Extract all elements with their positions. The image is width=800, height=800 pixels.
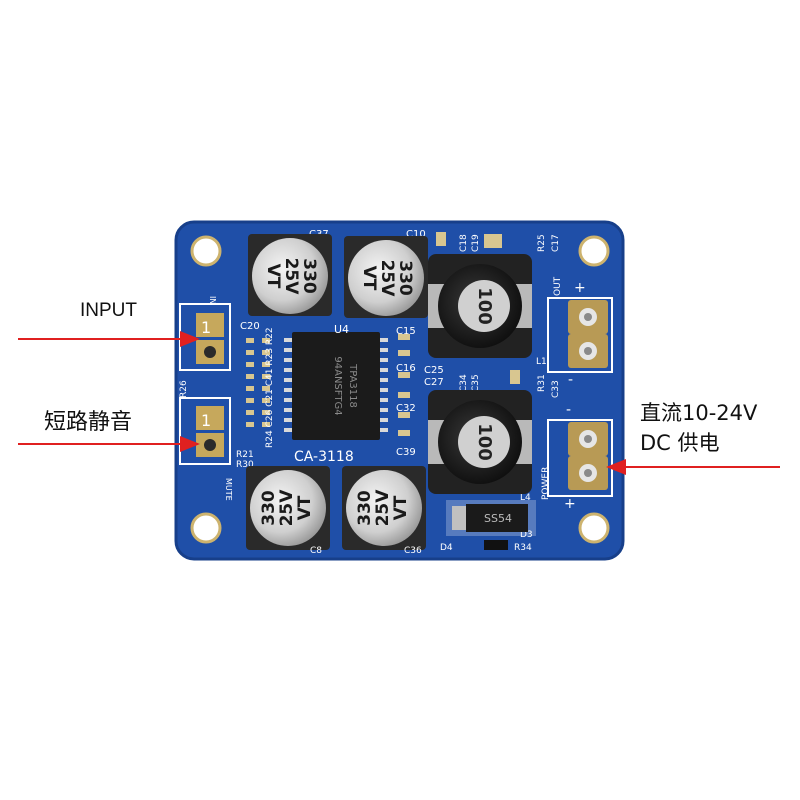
power-callout-line2: DC 供电	[640, 431, 720, 455]
power-terminal	[547, 419, 613, 497]
label-c15: C15	[396, 326, 416, 337]
mute-header: 1	[179, 397, 231, 465]
capacitor-bottom-left: 330 25V VT	[246, 466, 330, 550]
diode-marking: SS54	[484, 512, 512, 525]
cap-br-value: 330	[355, 490, 375, 526]
mute-pin1-label: 1	[201, 411, 211, 430]
label-c36: C36	[404, 546, 422, 556]
amplifier-chip: 94ANSFTG4 TPA3118	[284, 332, 388, 440]
label-c17: C17	[551, 234, 561, 252]
capacitor-top-left: 330 25V VT	[248, 234, 332, 316]
label-r21: R21	[236, 450, 254, 460]
label-out-plus: +	[574, 280, 586, 296]
cap-br-voltage: 25V	[373, 489, 393, 527]
input-callout-label: INPUT	[80, 300, 137, 321]
capacitor-bottom-right: 330 25V VT	[342, 466, 426, 550]
label-r30: R30	[236, 460, 254, 470]
cap-tr-value: 330	[395, 260, 415, 296]
label-in: IN	[208, 296, 217, 304]
label-out-minus: -	[568, 372, 573, 388]
chip-marking-line1: 94ANSFTG4	[332, 356, 343, 415]
cap-bl-series: VT	[295, 495, 315, 520]
inductor-top: 100	[428, 254, 532, 358]
label-r34: R34	[514, 543, 532, 553]
label-c27: C27	[424, 377, 444, 388]
module-name-label: CA-3118	[294, 449, 354, 465]
label-c25: C25	[424, 365, 444, 376]
cap-tr-series: VT	[359, 266, 379, 291]
label-c16: C16	[396, 363, 416, 374]
label-d4: D4	[440, 543, 453, 553]
input-header: 1	[179, 303, 231, 371]
inductor-bottom: 100	[428, 390, 532, 494]
label-c35: C35	[471, 374, 481, 392]
label-c39: C39	[396, 447, 416, 458]
inductor-top-value: 100	[474, 287, 495, 325]
power-callout-line1: 直流10-24V	[640, 401, 758, 425]
label-c20: C20	[240, 321, 260, 332]
passive-components-right	[398, 232, 520, 436]
chip-ref-label: U4	[334, 323, 349, 336]
cap-bl-value: 330	[259, 490, 279, 526]
label-c34: C34	[459, 374, 469, 392]
cap-tr-voltage: 25V	[377, 260, 397, 298]
label-pwr-minus: -	[566, 402, 571, 418]
label-c19: C19	[471, 234, 481, 252]
schottky-diode: SS54	[446, 500, 536, 550]
cap-br-series: VT	[391, 495, 411, 520]
label-r25: R25	[537, 234, 547, 252]
mounting-holes	[190, 235, 610, 544]
label-out: OUT	[553, 276, 563, 296]
label-d3: D3	[520, 530, 533, 540]
label-power: POWER	[541, 467, 551, 500]
label-c10: C10	[406, 229, 426, 240]
power-callout-label: 直流10-24V DC 供电	[640, 398, 757, 458]
capacitor-top-right: 330 25V VT	[344, 236, 428, 318]
label-r31: R31	[537, 374, 547, 392]
label-r26: R26	[179, 380, 189, 398]
cap-bl-voltage: 25V	[277, 489, 297, 527]
inductor-bottom-value: 100	[474, 423, 495, 461]
label-c32: C32	[396, 403, 416, 414]
label-r22-group: R24 C26 C21 C41 R23 R22	[265, 327, 275, 448]
output-terminal	[547, 297, 613, 373]
input-pin1-label: 1	[201, 318, 211, 337]
label-c8: C8	[310, 546, 322, 556]
passive-components-left	[246, 338, 270, 427]
label-l1: L1	[536, 357, 547, 367]
label-mute: MUTE	[224, 478, 233, 501]
cap-tl-voltage: 25V	[281, 258, 301, 296]
label-l4: L4	[520, 493, 531, 503]
mute-callout-label: 短路静音	[44, 410, 133, 435]
label-c33: C33	[551, 380, 561, 398]
chip-marking-line2: TPA3118	[347, 363, 358, 408]
label-c18: C18	[459, 234, 469, 252]
label-pwr-plus: +	[564, 496, 576, 512]
cap-tl-series: VT	[263, 264, 283, 289]
cap-tl-value: 330	[299, 258, 319, 294]
